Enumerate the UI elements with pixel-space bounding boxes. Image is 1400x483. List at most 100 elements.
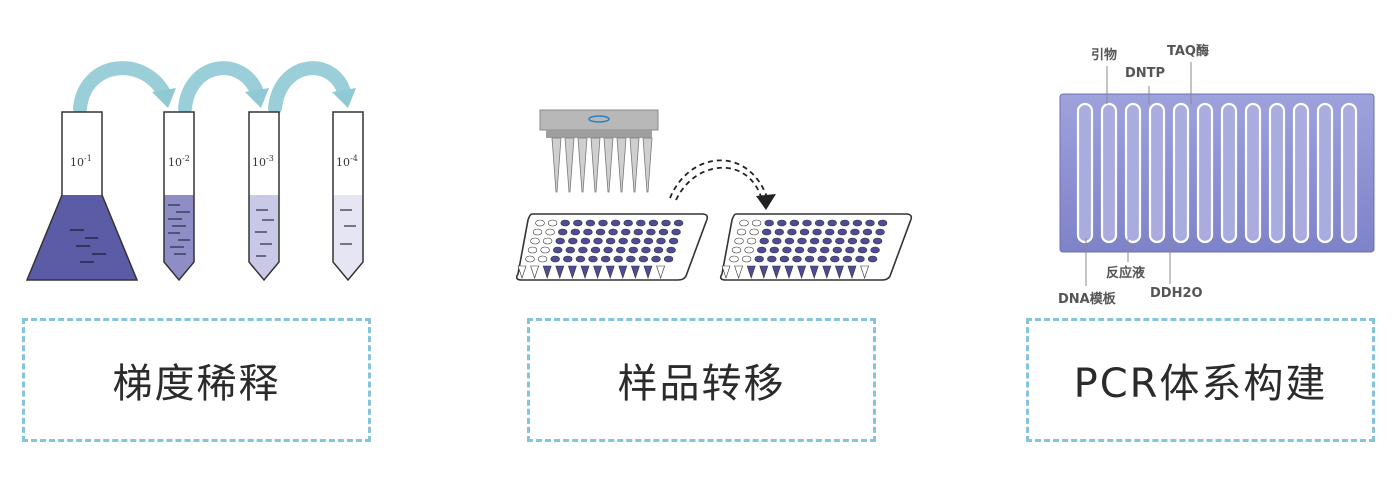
plate-well [822,237,832,245]
plate-well [643,237,654,245]
plate-tube-tip [797,265,807,279]
plate-tube-tip [555,265,565,279]
plate-well [560,219,570,227]
plate-well [623,219,633,227]
plate-well [593,237,603,245]
pcr-channel [1316,102,1334,244]
plate-well [588,255,598,263]
flask-concentration-label: 10-1 [70,154,92,169]
plate-tube-tip [593,265,603,279]
plate-well [633,228,644,236]
plate-well [608,228,618,236]
source-plate [515,213,709,281]
plate-well [754,255,764,263]
plate-well [530,237,540,245]
plate-well [842,255,853,263]
plate-well [789,219,800,227]
plate-well [555,237,565,245]
plate-well [613,255,623,263]
plate-well [578,246,588,254]
label-box-gradient-dilution: 梯度稀释 [22,318,371,442]
plate-well [875,228,885,236]
pipette-tip [629,137,640,193]
plate-tube-tip [784,265,794,279]
plate-well [749,228,759,236]
tube-4: 10-4 [332,111,364,282]
plate-well [736,228,747,236]
plate-well [610,219,621,227]
plate-well [862,228,873,236]
plate-tube-tip [809,265,819,279]
plate-well [671,228,681,236]
plate-well [570,228,581,236]
panel-title-pcr-setup: PCR体系构建 [1073,361,1328,407]
plate-tube-tip [746,265,756,279]
label-taq-enzyme: TAQ酶 [1167,44,1209,59]
plate-well [820,246,830,254]
plate-well [774,228,784,236]
plate-well [542,237,553,245]
plate-well [817,255,827,263]
plate-tube-tip [721,265,731,279]
plate-well [877,219,888,227]
plate-well [809,237,820,245]
plate-well [653,246,664,254]
plate-well [855,255,865,263]
leader-lines [1085,62,1192,286]
plate-well [605,237,616,245]
plate-well [590,246,601,254]
plate-well [568,237,578,245]
pcr-channel [1100,102,1118,244]
plate-well [814,219,825,227]
plate-well [812,228,822,236]
pcr-channel [1340,102,1358,244]
plate-tube-tip [656,265,666,279]
pcr-channel [1268,102,1286,244]
tube-4-concentration-label: 10-4 [336,154,358,169]
plate-tube-tip [517,265,527,279]
tube-3: 10-3 [248,111,280,282]
plate-well [835,237,845,245]
plate-well [600,255,611,263]
plate-well [636,219,646,227]
plate-well [731,246,742,254]
plate-well [734,237,744,245]
plate-well [537,255,548,263]
plate-well [799,228,810,236]
plate-well [666,246,676,254]
plate-well [830,255,840,263]
plate-well [598,219,608,227]
pcr-channel [1292,102,1310,244]
plate-well [532,228,543,236]
pipette-tip [590,137,601,193]
plate-tube-tip [567,265,577,279]
plate-well [872,237,883,245]
plate-well [552,246,563,254]
plate-well [870,246,880,254]
transfer-arrow [669,159,769,201]
plate-well [794,246,805,254]
plate-well [769,246,779,254]
panel-title-gradient-dilution: 梯度稀释 [112,361,281,407]
plate-well [573,219,583,227]
panel-pcr-setup: 引物 DNTP TAQ酶 反应液 DNA模板 DDH2O PCR体系构建 [1020,0,1400,483]
pipette-tip [551,137,562,193]
plate-well [646,228,656,236]
plate-well [802,219,812,227]
panel-title-sample-transfer: 样品转移 [617,361,786,407]
pcr-channel [1148,102,1166,244]
pipette-tip [616,137,627,193]
plate-tube-tip [530,265,540,279]
panel-sample-transfer: 样品转移 [500,0,920,483]
pcr-channel [1244,102,1262,244]
plate-well [603,246,613,254]
plate-well [779,255,790,263]
plate-well [825,228,835,236]
plate-well [547,219,558,227]
plate-well [580,237,591,245]
plate-well [792,255,802,263]
plate-well [648,219,659,227]
plate-well [563,255,573,263]
plate-well [595,228,606,236]
plate-well [757,246,767,254]
